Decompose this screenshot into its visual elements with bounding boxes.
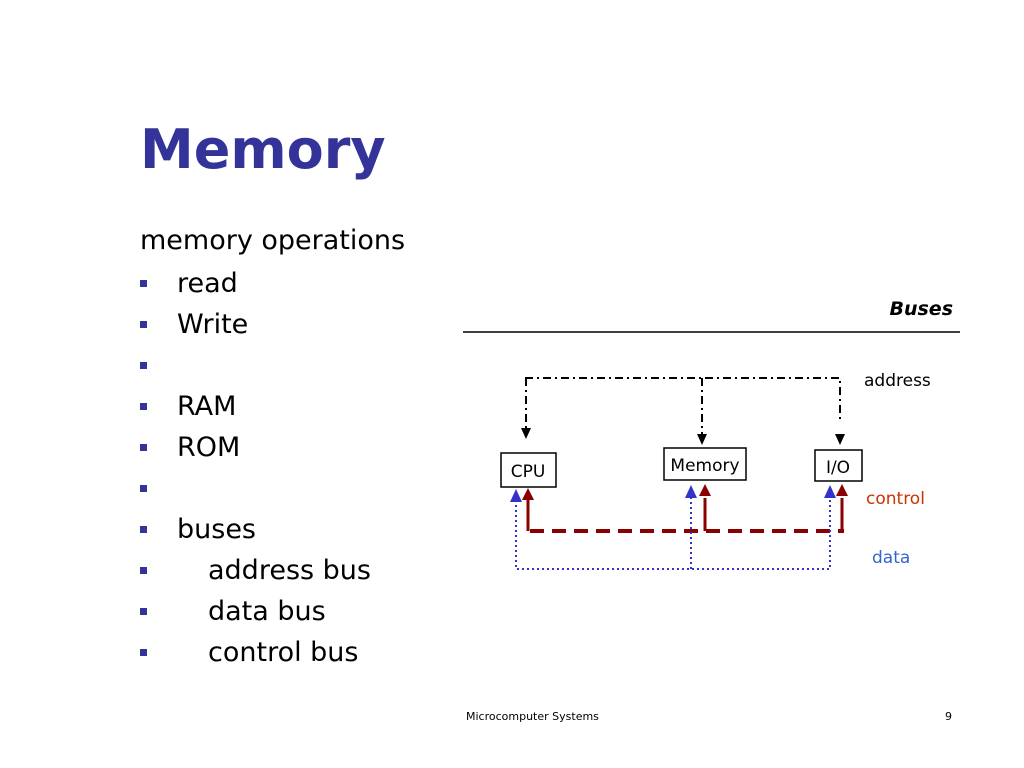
list-item: RAM [140,386,371,427]
data-bus [515,496,831,570]
bus-diagram: Buses address CPU Memory I/O control dat [463,298,960,570]
bullet-icon [140,444,147,451]
address-arrow-memory [697,434,707,445]
bullet-text: address bus [208,554,371,586]
list-item [140,468,371,509]
io-box: I/O [814,449,863,482]
bullet-text: buses [177,513,256,545]
list-item: address bus [140,550,371,591]
cpu-box: CPU [500,452,557,488]
slide-title: Memory [140,118,386,181]
diagram-title: Buses [889,298,953,320]
bullet-icon [140,485,147,492]
bullet-text: control bus [208,636,359,668]
intro-text: memory operations [140,225,406,256]
bullet-text: data bus [208,595,326,627]
bullet-icon [140,608,147,615]
data-arrow-memory [685,485,697,498]
control-bus [526,498,844,533]
bullet-icon [140,526,147,533]
control-arrow-cpu [522,488,534,500]
memory-box: Memory [663,447,747,481]
address-label: address [864,371,931,391]
control-label: control [866,489,925,509]
bullet-icon [140,280,147,287]
list-item: read [140,263,371,304]
data-label: data [872,548,910,568]
memory-label: Memory [670,456,739,476]
bullet-icon [140,362,147,369]
data-arrow-io [824,485,836,498]
data-arrow-cpu [510,489,522,502]
bullet-list: read Write RAM ROM buses address bus dat… [140,263,371,673]
control-arrow-memory [699,484,711,496]
bullet-text: read [177,267,238,299]
address-arrow-io [835,434,845,445]
list-item [140,345,371,386]
address-arrow-cpu [521,428,531,439]
list-item: ROM [140,427,371,468]
bullet-text: RAM [177,390,237,422]
bullet-icon [140,321,147,328]
bullet-icon [140,649,147,656]
bullet-text: ROM [177,431,241,463]
list-item: buses [140,509,371,550]
footer-text: Microcomputer Systems [466,710,599,723]
control-arrow-io [836,484,848,496]
io-label: I/O [826,458,850,478]
list-item: Write [140,304,371,345]
page-number: 9 [945,710,952,723]
address-bus [525,377,841,434]
list-item: control bus [140,632,371,673]
bullet-icon [140,567,147,574]
bullet-text: Write [177,308,249,340]
list-item: data bus [140,591,371,632]
cpu-label: CPU [511,462,546,482]
bullet-icon [140,403,147,410]
